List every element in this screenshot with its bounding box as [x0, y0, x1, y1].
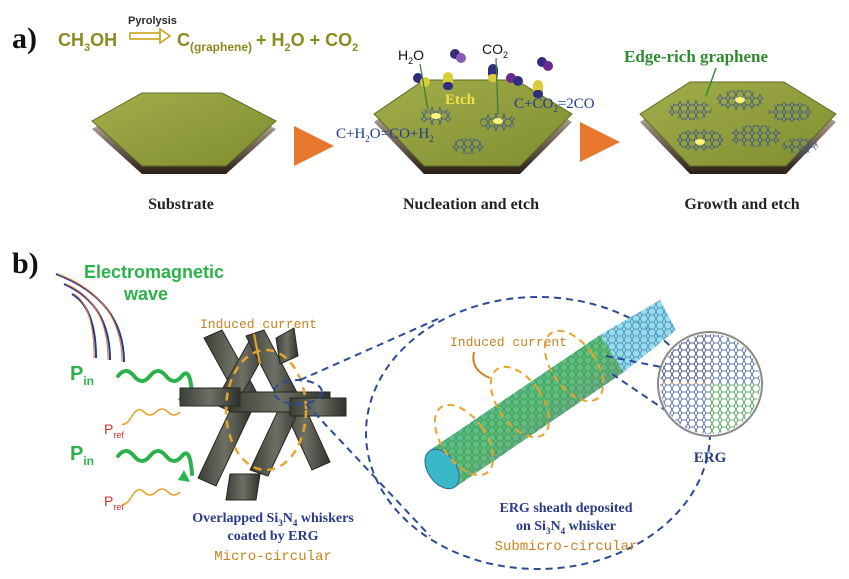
reflected-wave-icon [121, 408, 181, 506]
erg-label: ERG [694, 450, 727, 466]
pointer-line [495, 57, 499, 115]
growth-plate [639, 81, 837, 174]
pyrolysis-equation: CH3OH Pyrolysis C(graphene)+ H2O + CO2 [58, 15, 358, 54]
h2o-label: H2O [398, 47, 424, 66]
water-molecules-icon [413, 49, 523, 87]
p-in-label: Pin [70, 363, 94, 388]
pointer-line [705, 67, 717, 97]
em-wave-label: Electromagnetic wave [84, 262, 229, 304]
incident-wave-icon [116, 369, 194, 476]
nucleation-plate [373, 79, 573, 174]
etch-label: Etch [445, 92, 476, 108]
induced-current-loop [224, 348, 308, 472]
svg-text:C(graphene)+ H2O + CO2: C(graphene)+ H2O + CO2 [177, 30, 358, 54]
stage-label-growth: Growth and etch [684, 196, 799, 213]
pyrolysis-arrow-icon [129, 27, 172, 45]
pointer-line [472, 351, 491, 379]
induced-current-loops [433, 329, 605, 477]
whisker-caption: Overlapped Si3N4 whiskers coated by ERG … [192, 511, 354, 565]
substrate-plate [91, 92, 277, 174]
co2-molecules-icon [443, 57, 553, 98]
induced-current-label: Induced current [200, 317, 317, 332]
p-ref-label: Pref [104, 421, 124, 440]
zoom-connector [605, 355, 667, 369]
erg-lattice [657, 331, 763, 437]
sheath-caption: ERG sheath deposited on Si3N4 whisker Su… [495, 501, 638, 555]
svg-text:CH3OH: CH3OH [58, 30, 117, 54]
pyrolysis-label: Pyrolysis [128, 15, 177, 27]
p-in-label: Pin [70, 443, 94, 468]
pointer-line [253, 333, 261, 365]
reaction-h2o: C+H2O=CO+H2 [336, 126, 434, 144]
p-ref-label: Pref [104, 493, 124, 512]
svg-text:on Si3N4 whisker: on Si3N4 whisker [516, 519, 616, 536]
panel-a-label: a) [12, 22, 37, 55]
reaction-co2: C+CO2=2CO [514, 96, 595, 114]
svg-text:Submicro-circular: Submicro-circular [495, 539, 638, 555]
si3n4-whisker-network [179, 327, 347, 501]
arrowhead-icon [178, 470, 190, 482]
edge-rich-label: Edge-rich graphene [624, 47, 768, 66]
svg-text:Micro-circular: Micro-circular [214, 549, 332, 565]
svg-text:ERG sheath deposited: ERG sheath deposited [499, 501, 632, 516]
em-wave-arcs-icon [55, 273, 125, 363]
panel-b-label: b) [12, 247, 39, 280]
svg-text:coated by ERG: coated by ERG [228, 529, 319, 544]
co2-label: CO2 [482, 41, 508, 60]
stage-label-substrate: Substrate [148, 196, 214, 213]
erg-sheath-tube [424, 300, 676, 490]
svg-text:Overlapped Si3N4 whiskers: Overlapped Si3N4 whiskers [192, 511, 354, 528]
stage-label-nucleation: Nucleation and etch [403, 196, 539, 213]
pointer-line [419, 63, 429, 111]
induced-current-label: Induced current [450, 335, 567, 350]
